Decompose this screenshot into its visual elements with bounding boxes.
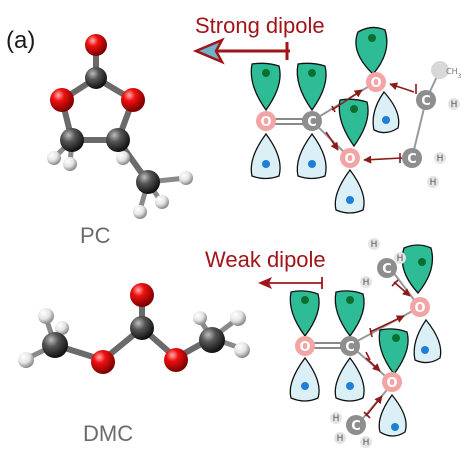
dmc-h-label: H: [371, 240, 378, 250]
pc-ball-and-stick-model: [47, 34, 193, 219]
dmc-orbital-lobe-filled: [378, 328, 409, 376]
pc-label: PC: [80, 223, 111, 248]
dmc-oxygen-node: [382, 372, 402, 392]
pc-carbon-label: C: [307, 115, 317, 130]
pc-carbonyl-oxygen: [85, 34, 107, 56]
dmc-orbital-lobe-empty: [413, 318, 442, 364]
dmc-h-label: H: [363, 438, 370, 448]
dmc-carbon-node: [377, 258, 397, 278]
dmc-ester-oxygen-right: [164, 348, 188, 372]
pc-oxygen-label: O: [260, 115, 271, 130]
dmc-hydrogen: [230, 310, 246, 326]
weak-dipole-arrow: [258, 277, 323, 289]
pc-ring-oxygen-left: [50, 88, 74, 112]
dmc-oxygen-label: O: [299, 340, 310, 355]
pc-methyl-carbon: [136, 170, 160, 194]
dmc-oxygen-label: O: [414, 301, 425, 316]
pc-hydrogen: [116, 151, 130, 165]
pc-orbital-lobe-filled: [250, 62, 281, 112]
dmc-hydrogen: [234, 342, 250, 358]
pc-h-label: H: [451, 100, 458, 110]
pc-ring-carbon-right: [106, 128, 130, 152]
dmc-carbon-label: C: [345, 340, 355, 355]
dmc-oxygen-node: [295, 336, 315, 356]
pc-carbonyl-carbon: [85, 67, 107, 89]
pc-orbital-lobe-filled: [296, 62, 327, 112]
dmc-methyl-carbon-right: [199, 327, 225, 353]
dmc-orbital-lobe-empty: [289, 356, 320, 402]
pc-hydrogen: [179, 171, 193, 185]
pc-orbital-lobe-empty: [250, 132, 281, 180]
dmc-carbon-label: C: [351, 419, 361, 434]
pc-oxygen-node: [366, 72, 386, 92]
pc-orbital-diagram: CH3 C H C H H O C O O: [250, 26, 462, 214]
dmc-hydrogen: [193, 311, 207, 325]
pc-ring-oxygen-right: [121, 88, 145, 112]
pc-carbon-label: C: [421, 94, 431, 109]
pc-orbital-lobe-filled: [338, 98, 369, 148]
dmc-oxygen-node: [410, 297, 430, 317]
pc-orbital-lobe-empty: [296, 132, 327, 180]
dmc-h-label: H: [333, 414, 340, 424]
dmc-label: DMC: [83, 421, 133, 446]
pc-hydrogen: [155, 195, 169, 209]
strong-dipole-arrow: [192, 37, 290, 65]
pc-carbon-node: [416, 90, 436, 110]
pc-carbon-node: [402, 148, 422, 168]
strong-dipole-label: Strong dipole: [195, 13, 325, 38]
dmc-ball-and-stick-model: [18, 283, 250, 374]
dmc-hydrogen: [55, 321, 69, 335]
dmc-orbital-lobe-empty: [334, 356, 365, 402]
dmc-carbon-node: [340, 336, 360, 356]
dmc-ester-oxygen-left: [91, 350, 115, 374]
dmc-carbonyl-carbon: [130, 316, 154, 340]
dmc-hydrogen: [18, 352, 34, 368]
dmc-h-label: H: [363, 278, 370, 288]
weak-dipole-label: Weak dipole: [205, 247, 326, 272]
pc-methyl-label: CH3: [446, 67, 462, 80]
pc-carbon-node: [302, 111, 322, 131]
pc-oxygen-node: [256, 111, 276, 131]
pc-oxygen-label: O: [344, 152, 355, 167]
dmc-orbital-lobe-empty: [378, 393, 407, 437]
pc-oxygen-label: O: [370, 76, 381, 91]
dmc-orbital-lobe-filled: [289, 290, 320, 338]
panel-label: (a): [6, 27, 35, 54]
dmc-orbital-diagram: H H H C H H H C O C O O: [289, 238, 442, 448]
pc-hydrogen: [133, 205, 147, 219]
pc-hydrogen: [63, 157, 77, 171]
pc-ring-carbon-left: [60, 128, 84, 152]
dmc-orbital-lobe-filled: [334, 290, 365, 338]
dmc-methyl-carbon-left: [42, 332, 68, 358]
dmc-carbonyl-oxygen: [130, 283, 154, 307]
dmc-carbon-node: [346, 415, 366, 435]
pc-h-label: H: [437, 154, 444, 164]
pc-orbital-lobe-empty: [372, 90, 400, 134]
dmc-carbon-label: C: [382, 262, 392, 277]
dmc-orbital-lobe-filled: [401, 244, 434, 294]
dmc-oxygen-label: O: [386, 376, 397, 391]
dmc-h-label: H: [397, 254, 404, 264]
pc-carbon-label: C: [407, 152, 417, 167]
dmc-h-label: H: [337, 434, 344, 444]
pc-oxygen-node: [340, 148, 360, 168]
pc-hydrogen: [47, 151, 61, 165]
pc-orbital-lobe-filled: [355, 26, 388, 75]
pc-h-label: H: [430, 178, 437, 188]
dmc-hydrogen: [38, 308, 54, 324]
pc-orbital-lobe-empty: [334, 168, 365, 214]
